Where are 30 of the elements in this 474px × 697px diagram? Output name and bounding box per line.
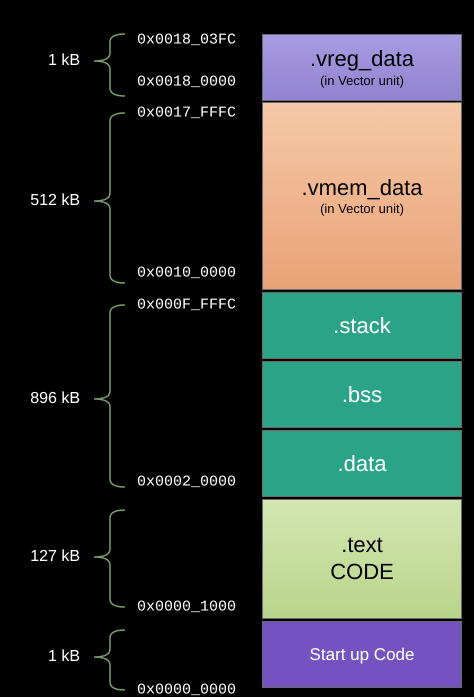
size-label: 1 kB (48, 648, 80, 666)
address-label: 0x000F_FFFC (137, 296, 236, 314)
section-note: CODE (330, 558, 394, 586)
section-name: .data (338, 450, 386, 478)
section-note: (in Vector unit) (320, 201, 404, 218)
memory-section-box (262, 499, 462, 619)
memory-section-box (262, 34, 462, 101)
memory-section-box (262, 361, 462, 428)
address-label: 0x0010_0000 (137, 264, 236, 282)
address-label: 0x0018_03FC (137, 32, 236, 48)
size-label: 1 kB (48, 52, 80, 70)
size-label: 896 kB (30, 390, 80, 408)
memory-section-box (262, 430, 462, 497)
memory-section-box (262, 292, 462, 359)
memory-section-box (262, 102, 462, 290)
section-name: .text (341, 530, 383, 558)
memory-section-box (262, 621, 462, 688)
address-label: 0x0000_1000 (137, 598, 236, 616)
address-label: 0x0018_0000 (137, 74, 236, 90)
size-label: 127 kB (30, 548, 80, 566)
section-name: .bss (342, 380, 382, 408)
section-note: (in Vector unit) (320, 72, 404, 90)
address-label: 0x0002_0000 (137, 474, 236, 490)
section-name: Start up Code (310, 644, 414, 666)
address-label: 0x0000_0000 (137, 682, 236, 697)
section-name: .vreg_data (310, 45, 414, 73)
section-name: .vmem_data (301, 174, 423, 202)
size-label: 512 kB (30, 192, 80, 210)
section-name: .stack (333, 312, 391, 340)
address-label: 0x0017_FFFC (137, 104, 236, 122)
